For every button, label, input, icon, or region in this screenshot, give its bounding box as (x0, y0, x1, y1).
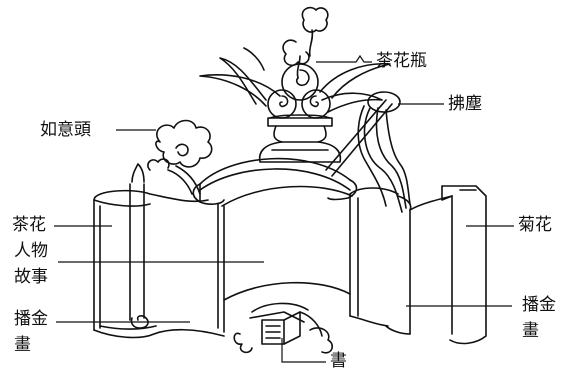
tea-flower-vase-drawing (199, 6, 391, 163)
left-panel-drawing (93, 163, 225, 339)
leader-lines (54, 54, 514, 363)
label-gold-right-1: 播金 (522, 295, 556, 315)
right-panel-drawing (349, 185, 487, 345)
label-ruyi-head: 如意頭 (40, 120, 91, 140)
leader-tea-flower-vase (316, 54, 372, 63)
label-gold-left-1: 播金 (14, 309, 48, 329)
book-bundle-drawing (233, 302, 334, 354)
label-book: 書 (330, 351, 347, 371)
label-chrysanthemum: 菊花 (518, 215, 552, 235)
label-figure-story-2: 故事 (14, 267, 48, 287)
label-tea-flower-vase: 茶花瓶 (376, 51, 427, 71)
ruyi-scepter-drawing (147, 119, 213, 195)
label-gold-right-2: 畫 (522, 321, 539, 341)
whisk-drawing (325, 91, 411, 213)
label-whisk: 拂塵 (448, 94, 482, 114)
main-scroll-drawing (192, 157, 358, 301)
label-figure-story-1: 人物 (14, 241, 48, 261)
leader-book (281, 338, 326, 363)
label-camellia: 茶花 (12, 215, 46, 235)
label-gold-left-2: 畫 (14, 335, 31, 355)
